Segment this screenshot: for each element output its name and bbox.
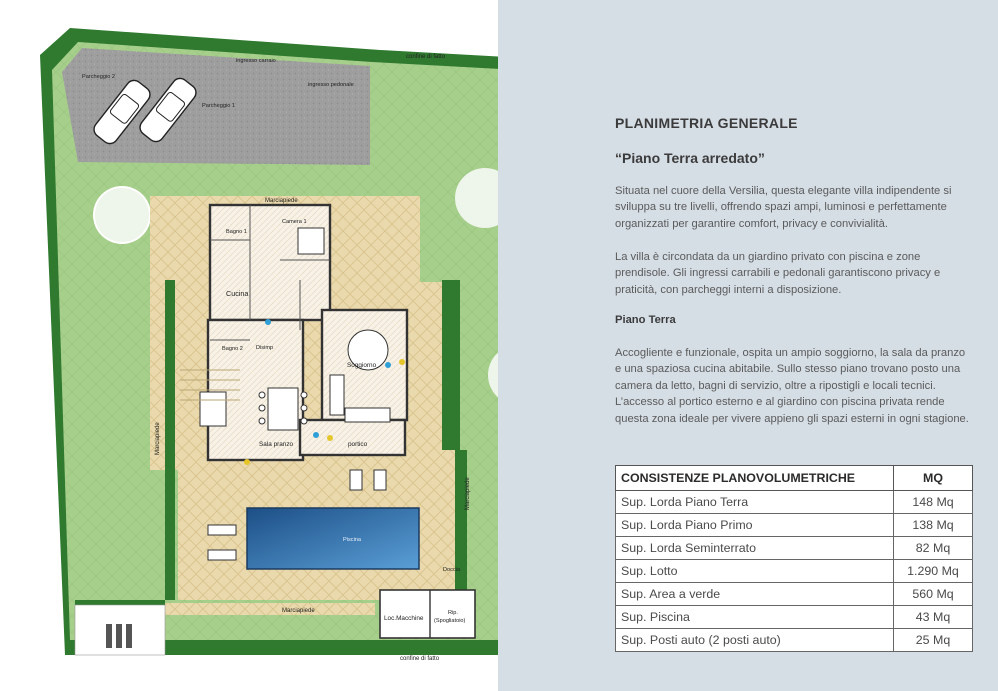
tree bbox=[455, 168, 498, 228]
row-label: Sup. Lorda Seminterrato bbox=[615, 536, 894, 560]
label-piscina: Piscina bbox=[343, 537, 362, 543]
label-rip: Rip. bbox=[448, 610, 458, 616]
table-header-label: CONSISTENZE PLANOVOLUMETRICHE bbox=[615, 465, 894, 491]
label-parcheggio-1: Parcheggio 1 bbox=[202, 103, 235, 109]
label-disimp: Disimp bbox=[256, 345, 273, 351]
label-sala-pranzo: Sala pranzo bbox=[259, 441, 294, 448]
row-value: 43 Mq bbox=[893, 605, 973, 629]
row-value: 138 Mq bbox=[893, 513, 973, 537]
garden-paragraph: La villa è circondata da un giardino pri… bbox=[615, 251, 941, 296]
row-label: Sup. Lorda Piano Primo bbox=[615, 513, 894, 537]
label-bagno-1: Bagno 1 bbox=[226, 229, 247, 235]
label-marciapiede-top: Marciapiede bbox=[265, 198, 298, 204]
label-marciapiede-bottom: Marciapiede bbox=[282, 608, 315, 614]
label-ingresso-carraio: ingresso carraio bbox=[236, 58, 276, 64]
row-value: 148 Mq bbox=[893, 490, 973, 514]
table-header-mq: MQ bbox=[893, 465, 973, 491]
bed bbox=[297, 227, 325, 255]
row-label: Sup. Area a verde bbox=[615, 582, 894, 606]
technical-rooms bbox=[379, 589, 476, 639]
page-title: PLANIMETRIA GENERALE bbox=[615, 115, 798, 131]
label-bagno-2: Bagno 2 bbox=[222, 346, 243, 352]
car-icon bbox=[93, 79, 151, 145]
tree bbox=[488, 352, 498, 398]
floor-plan-drawing: ingresso carraio confine di fatto ingres… bbox=[40, 28, 498, 662]
row-label: Sup. Piscina bbox=[615, 605, 894, 629]
section-title: Piano Terra bbox=[615, 314, 676, 326]
description-panel: PLANIMETRIA GENERALE “Piano Terra arreda… bbox=[498, 0, 998, 691]
label-portico: portico bbox=[348, 441, 368, 448]
outdoor-table bbox=[199, 391, 387, 561]
label-spogliatoio: (Spogliatoio) bbox=[434, 618, 466, 624]
row-value: 82 Mq bbox=[893, 536, 973, 560]
sofa bbox=[329, 329, 391, 423]
label-confine-top: confine di fatto bbox=[406, 54, 446, 60]
label-marciapiede-left: Marciapiede bbox=[155, 422, 161, 455]
label-doccia: Doccia bbox=[443, 567, 461, 573]
dining-table bbox=[258, 387, 308, 431]
label-loc-macchine: Loc.Macchine bbox=[384, 615, 424, 622]
intro-paragraph: Situata nel cuore della Versilia, questa… bbox=[615, 185, 952, 230]
row-label: Sup. Lotto bbox=[615, 559, 894, 583]
row-value: 560 Mq bbox=[893, 582, 973, 606]
label-confine-bottom: confine di fatto bbox=[400, 656, 440, 662]
ground-floor-paragraph: Accogliente e funzionale, ospita un ampi… bbox=[615, 347, 969, 425]
gravel-drive bbox=[62, 48, 370, 165]
house bbox=[206, 203, 409, 462]
row-label: Sup. Posti auto (2 posti auto) bbox=[615, 628, 894, 652]
label-camera: Camera 1 bbox=[282, 219, 307, 225]
tree-small-icon bbox=[106, 624, 132, 648]
page-subtitle: “Piano Terra arredato” bbox=[615, 150, 765, 166]
row-label: Sup. Lorda Piano Terra bbox=[615, 490, 894, 514]
label-marciapiede-right: Marciapiede bbox=[465, 477, 471, 510]
label-cucina: Cucina bbox=[226, 289, 248, 298]
row-value: 25 Mq bbox=[893, 628, 973, 652]
site-plan: ingresso carraio confine di fatto ingres… bbox=[0, 0, 498, 691]
pool bbox=[246, 507, 420, 570]
table-row: Sup. Posti auto (2 posti auto)25 Mq bbox=[615, 628, 973, 652]
row-value: 1.290 Mq bbox=[893, 559, 973, 583]
car-icon bbox=[139, 77, 197, 143]
label-ingresso-pedonale: ingresso pedonale bbox=[308, 82, 354, 88]
label-soggiorno: Soggiorno bbox=[347, 362, 377, 369]
label-parcheggio-2: Parcheggio 2 bbox=[82, 74, 115, 80]
consistency-table: CONSISTENZE PLANOVOLUMETRICHE MQ Sup. Lo… bbox=[615, 465, 973, 652]
table-header-row: CONSISTENZE PLANOVOLUMETRICHE MQ bbox=[615, 465, 973, 491]
